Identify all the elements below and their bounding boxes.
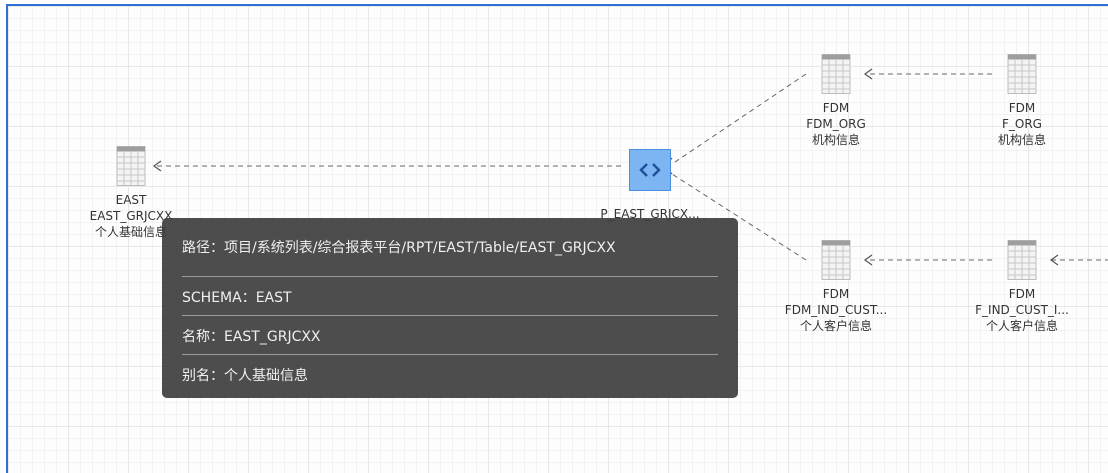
- tooltip-name-value: EAST_GRJCXX: [224, 329, 321, 345]
- table-grid-icon: [1007, 54, 1037, 94]
- table-node-fdm-org[interactable]: FDM FDM_ORG 机构信息: [761, 54, 911, 148]
- tooltip-name-label: 名称：: [182, 329, 224, 345]
- tooltip-schema-label: SCHEMA：: [182, 290, 256, 306]
- tooltip-name-row: 名称：EAST_GRJCXX: [182, 316, 718, 355]
- node-table: F_IND_CUST_I...: [975, 303, 1069, 317]
- table-node-f-org[interactable]: FDM F_ORG 机构信息: [947, 54, 1097, 148]
- node-table: FDM_ORG: [806, 117, 866, 131]
- node-alias: 机构信息: [811, 133, 860, 147]
- table-node-f-ind-cust[interactable]: FDM F_IND_CUST_I... 个人客户信息: [947, 240, 1097, 334]
- table-grid-icon: [116, 146, 146, 186]
- code-brackets-icon: [639, 163, 661, 177]
- table-grid-icon: [821, 240, 851, 280]
- table-grid-icon: [821, 54, 851, 94]
- table-node-fdm-ind-cust[interactable]: FDM FDM_IND_CUST... 个人客户信息: [761, 240, 911, 334]
- tooltip-schema-row: SCHEMA：EAST: [182, 277, 718, 316]
- node-alias: 个人客户信息: [985, 319, 1058, 333]
- tooltip-path-value: 项目/系统列表/综合报表平台/RPT/EAST/Table/EAST_GRJCX…: [224, 240, 616, 256]
- table-grid-icon: [1007, 240, 1037, 280]
- node-schema: FDM: [1008, 287, 1036, 301]
- procedure-label: P_EAST_GRJCX...: [600, 207, 700, 221]
- node-alias: 个人基础信息: [94, 225, 167, 239]
- tooltip-path-row: 路径：项目/系统列表/综合报表平台/RPT/EAST/Table/EAST_GR…: [182, 238, 718, 277]
- node-table: FDM_IND_CUST...: [784, 303, 888, 317]
- node-table: EAST_GRJCXX: [89, 209, 173, 223]
- node-alias: 机构信息: [997, 133, 1046, 147]
- tooltip-alias-label: 别名：: [182, 368, 224, 384]
- procedure-node[interactable]: [629, 149, 671, 191]
- node-tooltip: 路径：项目/系统列表/综合报表平台/RPT/EAST/Table/EAST_GR…: [162, 218, 738, 398]
- table-node-east-grjcxx[interactable]: EAST EAST_GRJCXX 个人基础信息: [56, 146, 206, 240]
- tooltip-alias-value: 个人基础信息: [224, 368, 308, 384]
- node-table: F_ORG: [1002, 117, 1042, 131]
- node-schema: FDM: [1008, 101, 1036, 115]
- node-schema: FDM: [822, 287, 850, 301]
- tooltip-alias-row: 别名：个人基础信息: [182, 355, 718, 394]
- tooltip-path-label: 路径：: [182, 240, 224, 256]
- tooltip-schema-value: EAST: [255, 290, 292, 306]
- node-schema: EAST: [115, 193, 147, 207]
- node-alias: 个人客户信息: [799, 319, 872, 333]
- lineage-canvas[interactable]: EAST EAST_GRJCXX 个人基础信息 P_EAST_GRJCX... …: [6, 4, 1108, 473]
- node-schema: FDM: [822, 101, 850, 115]
